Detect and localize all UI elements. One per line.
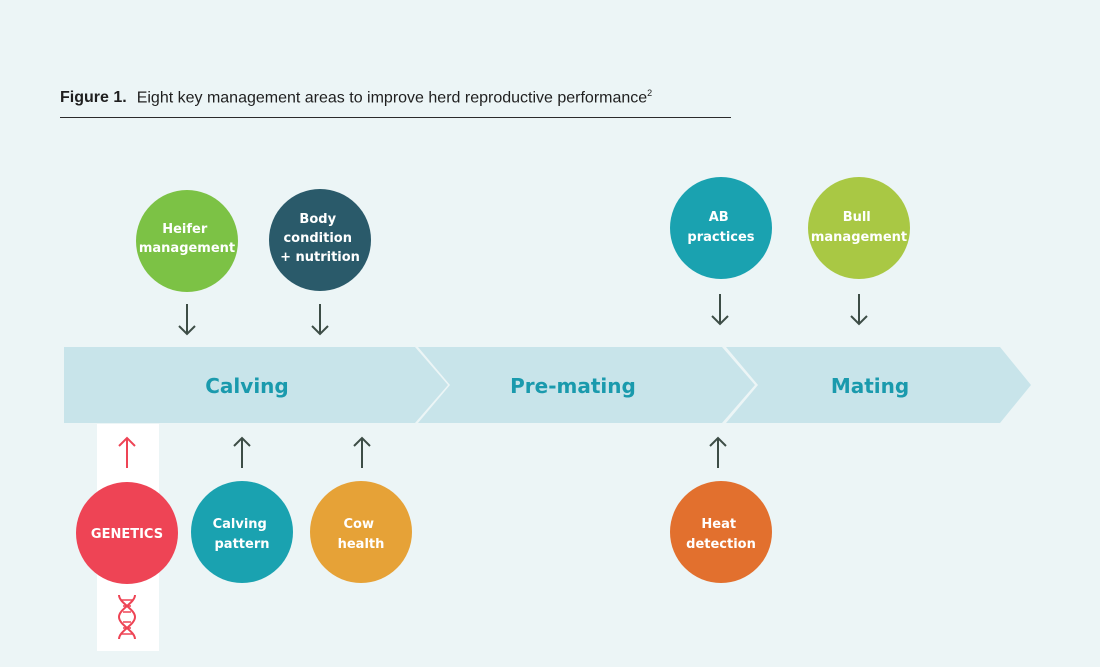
stage-label-mating: Mating (831, 374, 909, 398)
heat-detection-label: Heat detection (686, 517, 756, 552)
dna-icon (117, 594, 137, 640)
figure-title: Eight key management areas to improve he… (136, 89, 648, 107)
top-areas: Heifer management Body condition + nutri… (136, 177, 910, 292)
area-heat-detection: Heat detection (670, 481, 772, 583)
arrow-down-icon (178, 304, 196, 336)
figure-footnote-marker: 2 (647, 88, 653, 98)
stage-chevron-mating (726, 347, 1031, 423)
heifer-management-circle (136, 190, 238, 292)
stage-label-premating: Pre-mating (510, 374, 636, 398)
stage-chevron-calving (64, 347, 448, 423)
arrow-up-icon (353, 436, 371, 468)
area-cow-health: Cow health (310, 481, 412, 583)
figure-number: Figure 1. (60, 89, 127, 107)
stage-chevron-premating (418, 347, 755, 423)
cow-health-circle (310, 481, 412, 583)
up-arrows (118, 436, 727, 468)
down-arrows (178, 294, 868, 336)
cow-health-label: Cow health (338, 517, 385, 552)
stage-timeline: Calving Pre-mating Mating (64, 347, 1031, 423)
body-condition-circle (269, 189, 371, 291)
body-condition-label: Body condition + nutrition (280, 212, 360, 265)
ab-practices-circle (670, 177, 772, 279)
area-body-condition-nutrition: Body condition + nutrition (269, 189, 371, 291)
arrow-down-icon (850, 294, 868, 326)
genetics-circle (76, 482, 178, 584)
area-ab-practices: AB practices (670, 177, 772, 279)
calving-pattern-label: Calving pattern (213, 517, 272, 552)
calving-pattern-circle (191, 481, 293, 583)
heat-detection-circle (670, 481, 772, 583)
arrow-down-icon (311, 304, 329, 336)
arrow-down-icon (711, 294, 729, 326)
bull-management-label: Bull management (811, 210, 907, 245)
arrow-up-icon (709, 436, 727, 468)
area-calving-pattern: Calving pattern (191, 481, 293, 583)
area-genetics: GENETICS (76, 482, 178, 584)
heifer-management-label: Heifer management (139, 222, 235, 256)
arrow-up-icon (118, 436, 136, 468)
arrow-up-icon (233, 436, 251, 468)
bull-management-circle (808, 177, 910, 279)
area-bull-management: Bull management (808, 177, 910, 279)
area-heifer-management: Heifer management (136, 190, 238, 292)
stage-label-calving: Calving (205, 374, 288, 398)
bottom-areas: GENETICS Calving pattern Cow health Heat… (76, 481, 772, 584)
ab-practices-label: AB practices (687, 210, 754, 245)
figure-caption: Figure 1. Eight key management areas to i… (60, 88, 731, 119)
genetics-label: GENETICS (91, 527, 163, 542)
